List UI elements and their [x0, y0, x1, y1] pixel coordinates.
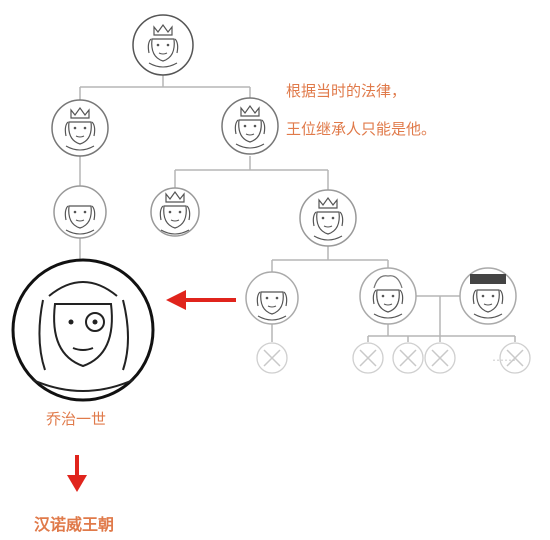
portrait-son-right: [221, 97, 279, 155]
ellipsis-more-descendants: ……: [492, 350, 516, 364]
dynasty-name: 汉诺威王朝: [34, 515, 115, 534]
heir-name: 乔治一世: [46, 410, 107, 428]
portrait-consort: [459, 267, 517, 325]
note-line-1: 根据当时的法律，: [286, 82, 407, 100]
arrow-left-icon: [166, 290, 236, 310]
portrait-grandchild-right: [299, 189, 357, 247]
portrait-deceased-5: [499, 342, 531, 374]
portrait-root-king: [132, 14, 194, 76]
portrait-grandchild-middle: [150, 187, 200, 237]
portrait-catholic-heir: [245, 271, 299, 325]
portrait-grandchild-left: [53, 185, 107, 239]
note-line-2: 王位继承人只能是他。: [286, 120, 437, 138]
portrait-deceased-2: [352, 342, 384, 374]
portrait-queen: [359, 267, 417, 325]
portrait-deceased-1: [256, 342, 288, 374]
portrait-george-i: [11, 258, 155, 402]
portrait-deceased-4: [424, 342, 456, 374]
portrait-deceased-3: [392, 342, 424, 374]
tree-connectors: [79, 75, 516, 342]
arrow-down-icon: [67, 455, 87, 492]
portrait-son-left: [51, 99, 109, 157]
